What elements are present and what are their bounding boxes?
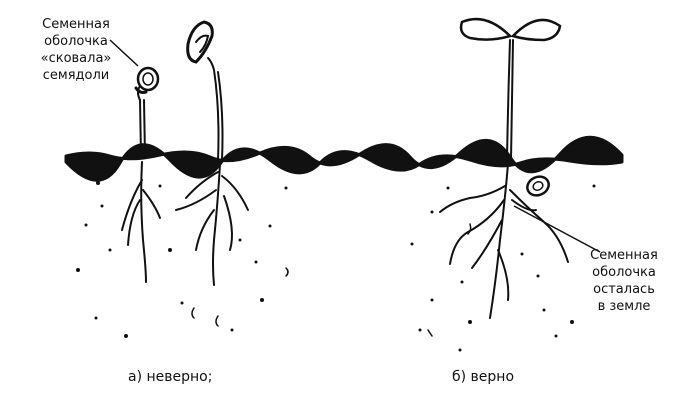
caption-right: б) верно	[452, 369, 515, 385]
annotation-coat-left-in-soil: Семенная оболочка осталась в земле	[585, 247, 663, 315]
annotation-line: оболочка	[44, 34, 108, 49]
soil-surface	[64, 135, 624, 182]
annotation-line: Семенная	[42, 17, 110, 32]
annotation-line: «сковала»	[40, 51, 112, 66]
pointer-stuck-coat	[109, 39, 139, 67]
soil-specks-strokes	[191, 223, 472, 337]
seedling-right	[439, 17, 569, 319]
annotation-line: в земле	[597, 299, 651, 314]
annotation-line: осталась	[593, 282, 655, 297]
pointer-coat-left	[513, 205, 601, 253]
seedling-tall-wrong	[175, 20, 249, 286]
soil-specks	[76, 181, 596, 352]
caption-wrong: а) неверно;	[128, 369, 213, 385]
seed-coat-in-soil	[526, 175, 550, 197]
annotation-line: оболочка	[592, 265, 656, 280]
annotation-line: Семенная	[590, 248, 658, 263]
annotation-stuck-coat: Семенная оболочка «сковала» семядоли	[26, 16, 126, 84]
annotation-line: семядоли	[42, 68, 110, 83]
seedling-small-wrong	[121, 66, 161, 283]
